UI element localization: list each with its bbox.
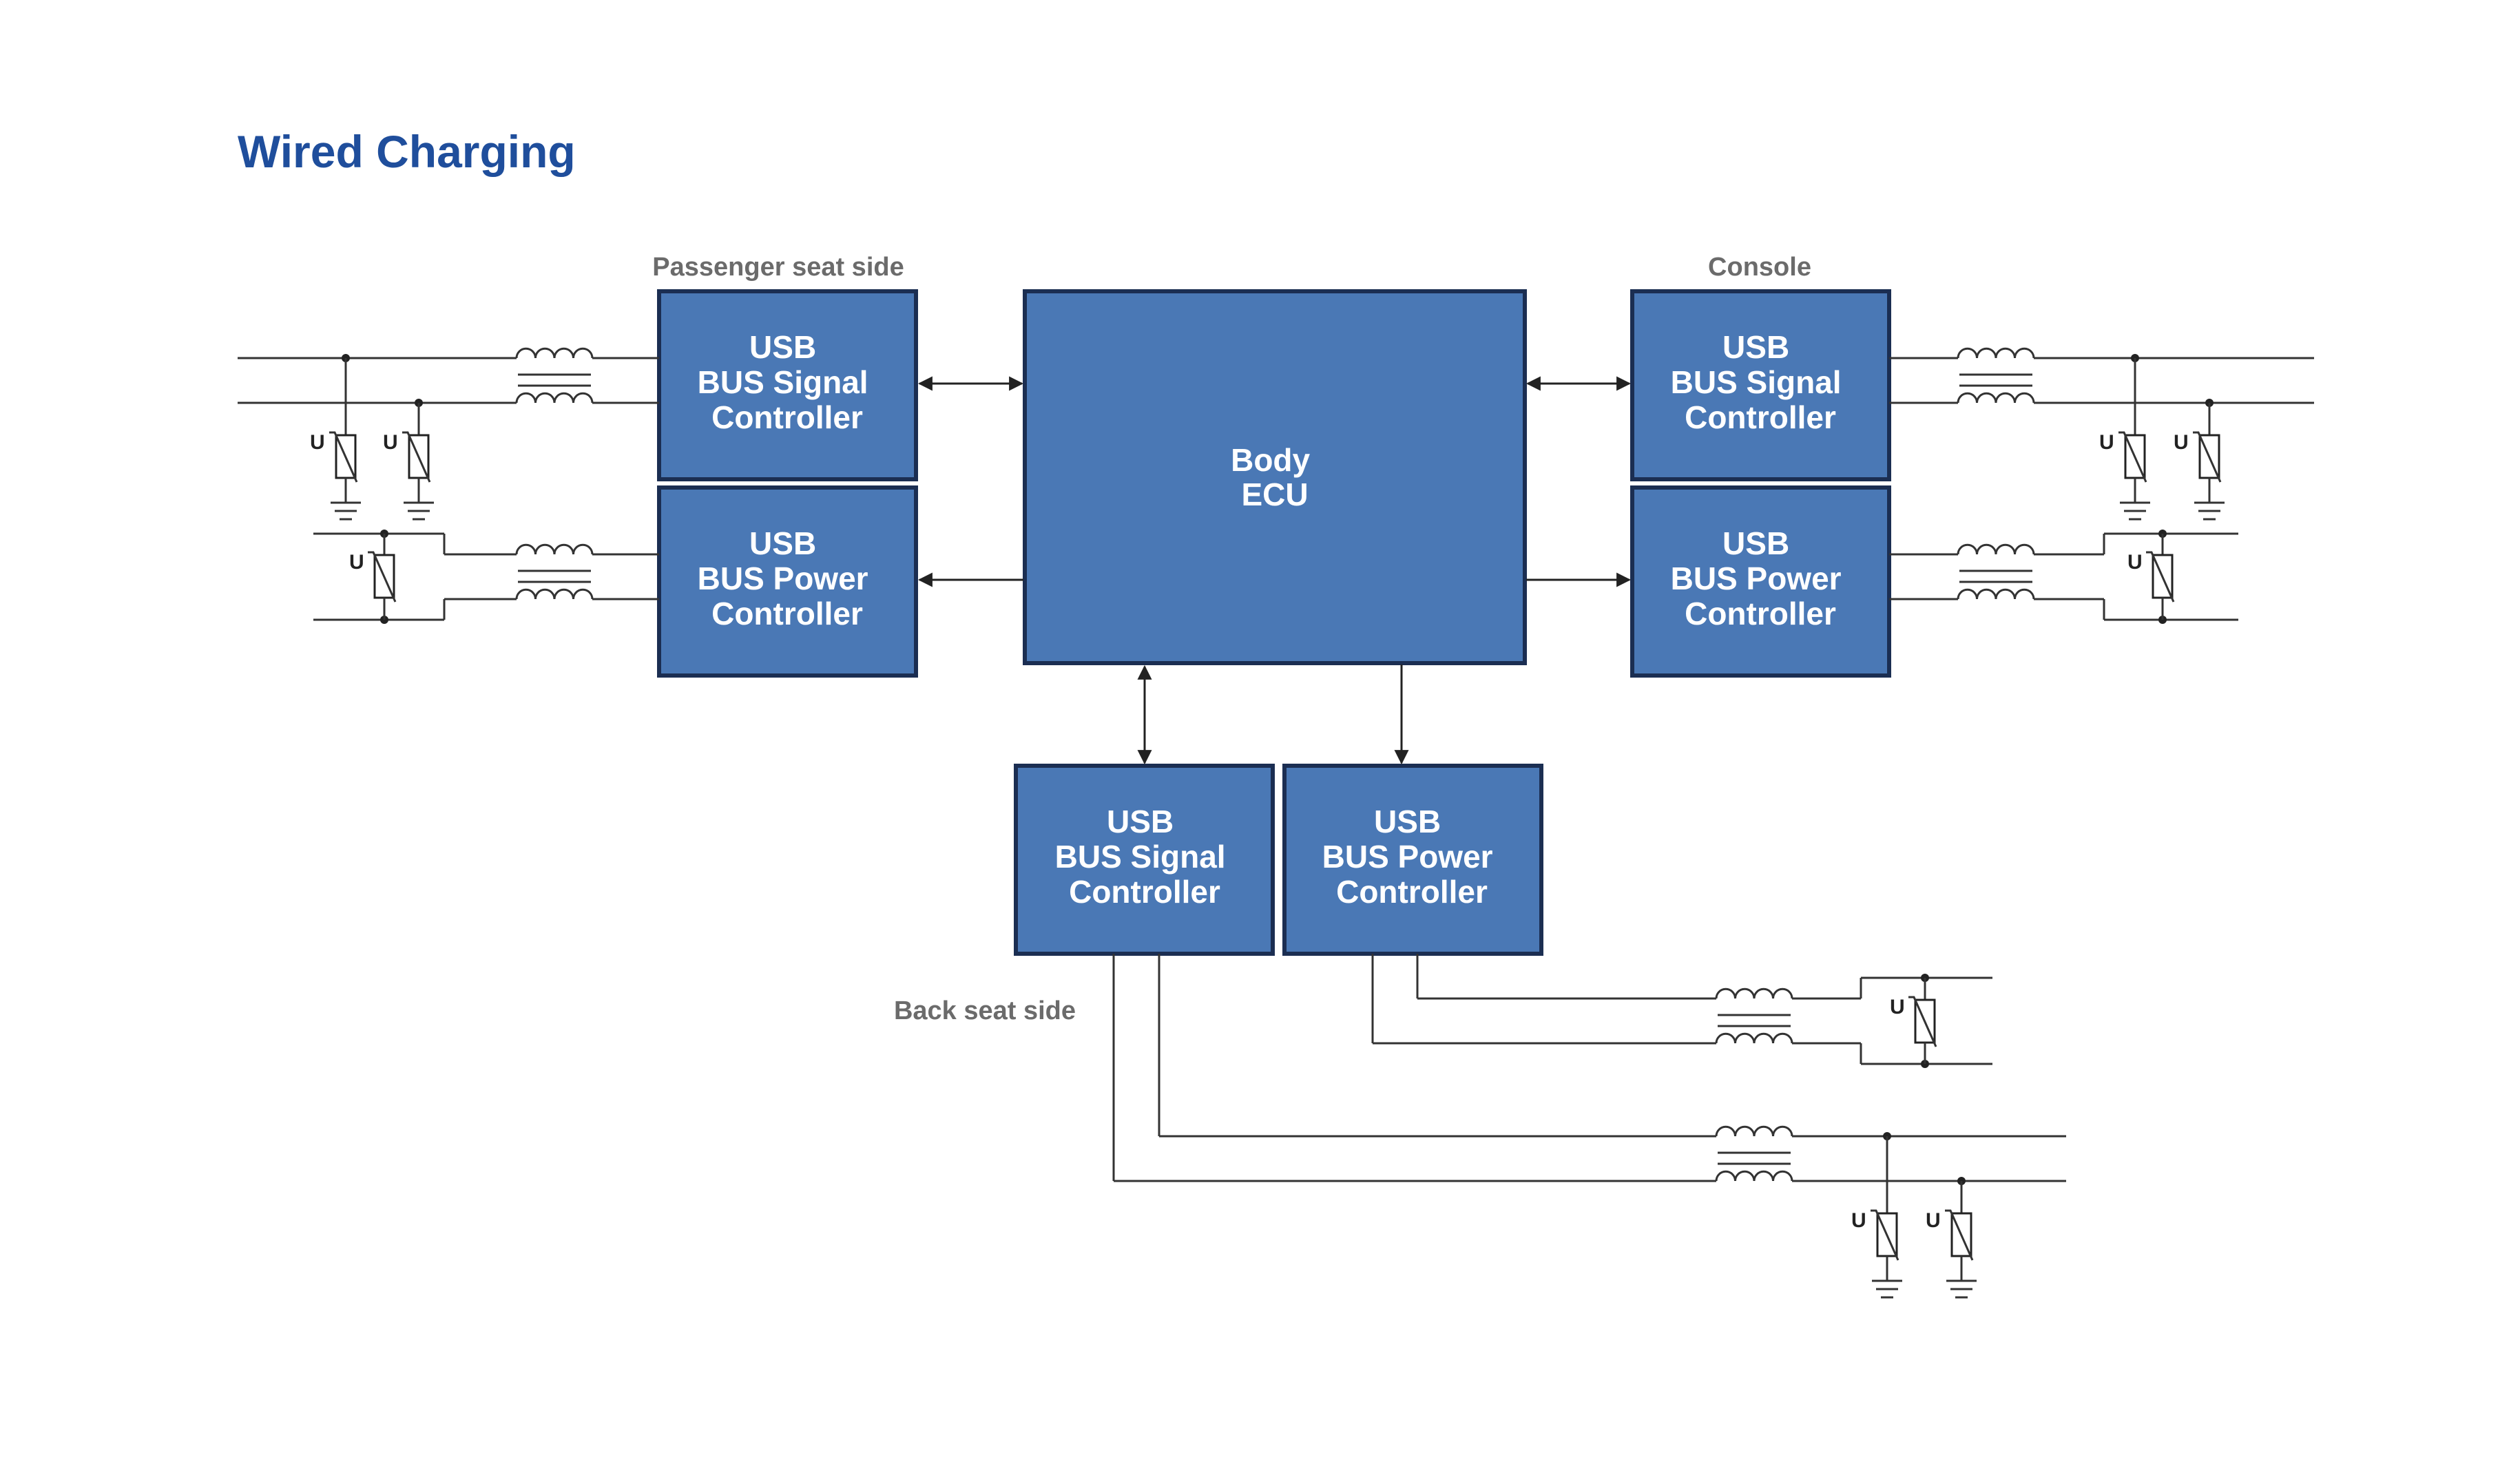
section-label-console: Console xyxy=(1708,253,1811,282)
p-signal-line-3: Controller xyxy=(711,399,863,435)
block-passenger-power-controller: USB BUS Power Controller xyxy=(657,485,918,678)
ecu-line-1: Body xyxy=(1231,442,1310,478)
svg-text:USB BUS Power Cont: USB BUS Power Controller xyxy=(1322,804,1502,910)
section-label-passenger: Passenger seat side xyxy=(652,253,904,282)
c-signal-line-2: BUS Signal xyxy=(1671,364,1842,400)
svg-text:USB BUS Signal Con: USB BUS Signal Controller xyxy=(1671,329,1851,435)
p-power-line-2: BUS Power xyxy=(698,561,868,596)
back-power-wiring: U xyxy=(1371,954,1992,1068)
p-signal-line-2: BUS Signal xyxy=(698,364,868,400)
svg-text:USB BUS Signal Con: USB BUS Signal Controller xyxy=(698,329,877,435)
varistor-label: U xyxy=(310,431,325,454)
p-power-line-3: Controller xyxy=(711,596,863,631)
varistor-label: U xyxy=(2099,431,2114,454)
block-body-ecu: Body ECU xyxy=(1023,289,1527,665)
block-console-signal-controller: USB BUS Signal Controller xyxy=(1630,289,1891,481)
varistor-label: U xyxy=(2127,551,2143,574)
varistor-label: U xyxy=(1926,1209,1941,1232)
block-back-power-controller: USB BUS Power Controller xyxy=(1282,764,1543,956)
c-signal-line-1: USB xyxy=(1722,329,1789,365)
b-signal-line-1: USB xyxy=(1107,804,1174,839)
c-power-line-1: USB xyxy=(1722,525,1789,561)
block-passenger-signal-controller: USB BUS Signal Controller xyxy=(657,289,918,481)
b-power-line-1: USB xyxy=(1374,804,1441,839)
b-power-line-2: BUS Power xyxy=(1322,839,1493,875)
block-console-power-controller: USB BUS Power Controller xyxy=(1630,485,1891,678)
block-back-signal-controller: USB BUS Signal Controller xyxy=(1014,764,1275,956)
ecu-line-2: ECU xyxy=(1241,477,1308,512)
varistor-label: U xyxy=(2174,431,2189,454)
svg-text:USB BUS Power Cont: USB BUS Power Controller xyxy=(698,525,877,631)
p-power-line-1: USB xyxy=(749,525,816,561)
b-signal-line-2: BUS Signal xyxy=(1055,839,1226,875)
c-power-line-3: Controller xyxy=(1685,596,1836,631)
console-signal-wiring: U U xyxy=(1889,347,2314,521)
b-signal-line-3: Controller xyxy=(1069,874,1220,910)
p-signal-line-1: USB xyxy=(749,329,816,365)
varistor-label: U xyxy=(349,551,364,574)
svg-text:Body ECU: Body ECU xyxy=(1231,442,1319,512)
c-signal-line-3: Controller xyxy=(1685,399,1836,435)
section-label-back: Back seat side xyxy=(894,996,1076,1025)
c-power-line-2: BUS Power xyxy=(1671,561,1842,596)
passenger-signal-wiring: U U xyxy=(238,347,659,521)
b-power-line-3: Controller xyxy=(1336,874,1488,910)
svg-text:USB BUS Signal Con: USB BUS Signal Controller xyxy=(1055,804,1235,910)
back-signal-wiring: U U xyxy=(1112,954,2066,1299)
passenger-power-wiring: U xyxy=(313,530,659,624)
page-title: Wired Charging xyxy=(238,126,576,177)
svg-text:USB BUS Power Cont: USB BUS Power Controller xyxy=(1671,525,1851,631)
varistor-label: U xyxy=(383,431,398,454)
varistor-label: U xyxy=(1851,1209,1866,1232)
console-power-wiring: U xyxy=(1889,530,2238,624)
varistor-label: U xyxy=(1890,996,1905,1018)
